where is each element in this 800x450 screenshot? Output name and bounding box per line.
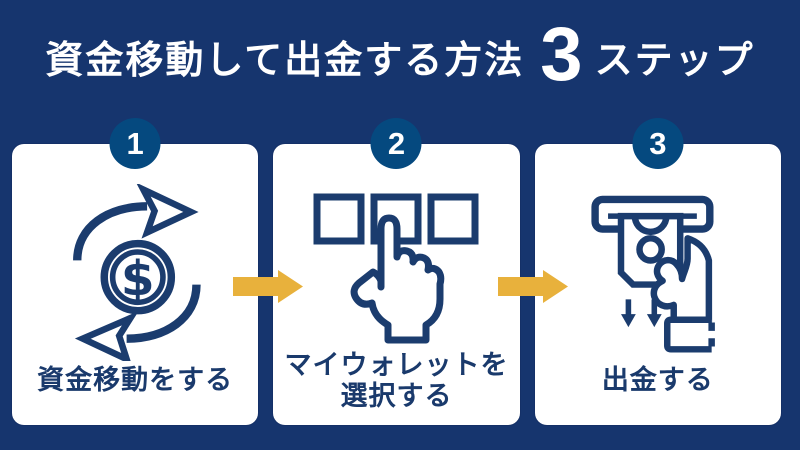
funds-transfer-icon-svg: $: [73, 184, 201, 361]
step-number-badge: 3: [632, 118, 684, 169]
step-label: 資金移動をする: [37, 365, 234, 395]
step-number-badge: 2: [370, 118, 422, 169]
step-number: 3: [649, 126, 667, 161]
title-step-count: 3: [540, 12, 583, 97]
wallet-select-icon-svg: [313, 193, 479, 344]
next-step-arrow-icon: [233, 270, 303, 303]
step-number: 1: [126, 126, 144, 161]
step-label: マイウォレットを 選択する: [284, 350, 508, 412]
step-card-3: 3: [534, 118, 781, 425]
steps-row: 1 $ 資金移動をする 2: [12, 118, 781, 425]
step-number-badge: 1: [109, 118, 161, 169]
page-title: 資金移動して出金する方法 3 ステップ: [0, 0, 800, 112]
funds-transfer-icon: $: [65, 180, 205, 365]
wallet-select-icon: [309, 180, 484, 350]
cash-withdrawal-icon: [584, 180, 732, 365]
step-number: 2: [387, 126, 406, 161]
title-main-text: 資金移動して出金する方法: [45, 39, 525, 82]
next-step-arrow-icon: [498, 270, 568, 303]
cash-withdrawal-icon-svg: [591, 195, 715, 353]
step-label-line-2: 選択する: [340, 381, 453, 411]
step-card-1: 1 $ 資金移動をする: [12, 118, 259, 425]
step-label-line-1: マイウォレットを: [284, 350, 509, 380]
dollar-sign: $: [121, 251, 155, 307]
title-suffix-text: ステップ: [594, 39, 755, 82]
step-card-2: 2 マイウォレットを 選択する: [273, 118, 520, 425]
step-label: 出金する: [601, 365, 714, 395]
